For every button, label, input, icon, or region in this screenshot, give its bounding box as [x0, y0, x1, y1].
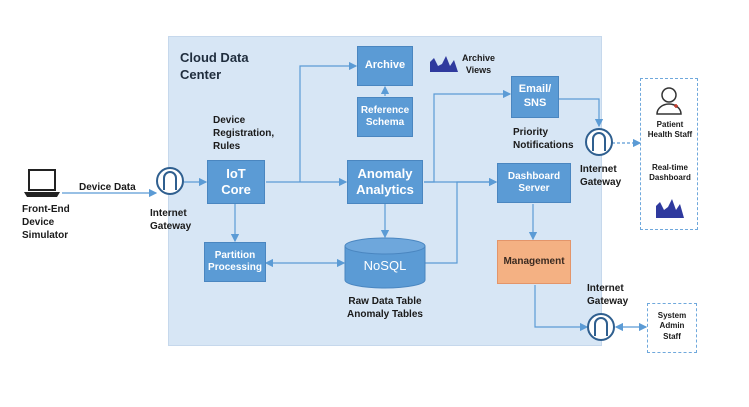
gateway-top-label: Internet Gateway [580, 164, 622, 188]
dashboard-server-node: Dashboard Server [497, 163, 571, 203]
anomaly-analytics-node: Anomaly Analytics [347, 160, 423, 204]
priority-notifications-label: Priority Notifications [513, 127, 574, 151]
realtime-label: Real-time Dashboard [649, 163, 691, 183]
partition-processing-node: Partition Processing [204, 242, 266, 282]
patient-label: Patient Health Staff [647, 120, 693, 140]
device-registration-label: Device Registration, Rules [213, 115, 275, 152]
archive-views-label: Archive Views [462, 53, 496, 75]
raw-tables-label: Raw Data Table Anomaly Tables [347, 296, 423, 320]
admin-panel [647, 303, 697, 353]
management-node: Management [497, 240, 571, 284]
front-end-label: Front-End Device Simulator [22, 204, 70, 241]
email-sns-node: Email/ SNS [511, 76, 559, 118]
device-data-label: Device Data [79, 182, 136, 193]
archive-node: Archive [357, 46, 413, 86]
cloud-title: Cloud Data Center [180, 50, 249, 82]
reference-schema-node: Reference Schema [357, 97, 413, 137]
iot-core-node: IoT Core [207, 160, 265, 204]
gateway-left-label: Internet Gateway [150, 208, 192, 232]
gateway-bottom-label: Internet Gateway [587, 283, 629, 307]
nosql-label: NoSQL [363, 258, 407, 273]
admin-label: System Admin Staff [657, 311, 687, 341]
